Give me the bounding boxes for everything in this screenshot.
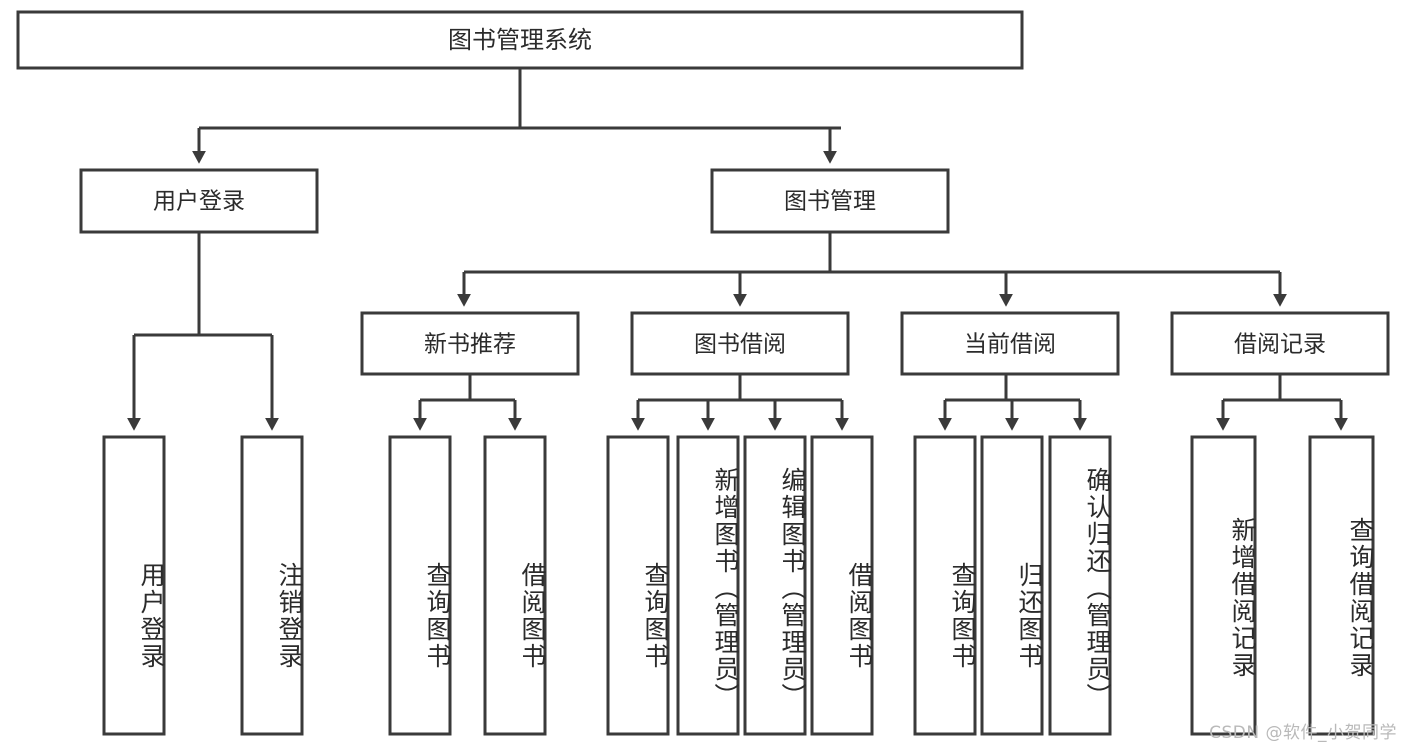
node-book-management[interactable]: 图书管理 [710, 168, 950, 234]
node-new-book-recommend-label: 新书推荐 [424, 332, 516, 358]
csdn-watermark: CSDN @软件_小贺同学 [1209, 723, 1397, 743]
node-book-management-box[interactable] [710, 168, 950, 234]
node-borrow-record-box[interactable] [1170, 311, 1390, 376]
node-new-book-recommend[interactable]: 新书推荐 [360, 311, 580, 376]
leaf-box-add-book-admin[interactable] [676, 435, 740, 736]
leaf-box-edit-book-admin[interactable] [743, 435, 807, 736]
node-current-borrow[interactable]: 当前借阅 [900, 311, 1120, 376]
node-book-borrow[interactable]: 图书借阅 [630, 311, 850, 376]
leaf-box-return-book[interactable] [980, 435, 1044, 736]
leaf-box-confirm-return-admin[interactable] [1048, 435, 1112, 736]
leaf-box-query-borrow-record[interactable] [1308, 435, 1375, 736]
connector-group-borrow-record [1216, 374, 1348, 431]
node-current-borrow-box[interactable] [900, 311, 1120, 376]
connector-group-book-borrow [631, 374, 849, 431]
connector-group-user-login [127, 232, 279, 431]
node-book-borrow-box[interactable] [630, 311, 850, 376]
connector-group-book-mgmt [457, 232, 1287, 307]
leaf-box-query-book-2[interactable] [606, 435, 670, 736]
connector-group-current-borrow [938, 374, 1087, 431]
connector-group-root [192, 68, 841, 164]
leaf-box-borrow-book-1[interactable] [483, 435, 547, 736]
node-user-login-box[interactable] [79, 168, 319, 234]
connector-group-new-book-rec [413, 374, 522, 431]
leaf-box-add-borrow-record[interactable] [1190, 435, 1257, 736]
node-book-management-label: 图书管理 [784, 189, 876, 215]
node-borrow-record[interactable]: 借阅记录 [1170, 311, 1390, 376]
leaf-box-borrow-book-2[interactable] [810, 435, 874, 736]
leaf-boxes [102, 435, 1375, 736]
leaf-box-query-book-1[interactable] [388, 435, 452, 736]
node-borrow-record-label: 借阅记录 [1234, 332, 1326, 358]
node-root-label: 图书管理系统 [448, 26, 592, 54]
node-book-borrow-label: 图书借阅 [694, 332, 786, 358]
node-root-box[interactable] [16, 10, 1024, 70]
node-root[interactable]: 图书管理系统 [16, 10, 1024, 70]
leaf-box-logout[interactable] [240, 435, 304, 736]
node-new-book-recommend-box[interactable] [360, 311, 580, 376]
leaf-box-user-login[interactable] [102, 435, 166, 736]
node-current-borrow-label: 当前借阅 [964, 332, 1056, 358]
node-user-login[interactable]: 用户登录 [79, 168, 319, 234]
node-user-login-label: 用户登录 [153, 189, 245, 215]
leaf-box-query-book-3[interactable] [913, 435, 977, 736]
